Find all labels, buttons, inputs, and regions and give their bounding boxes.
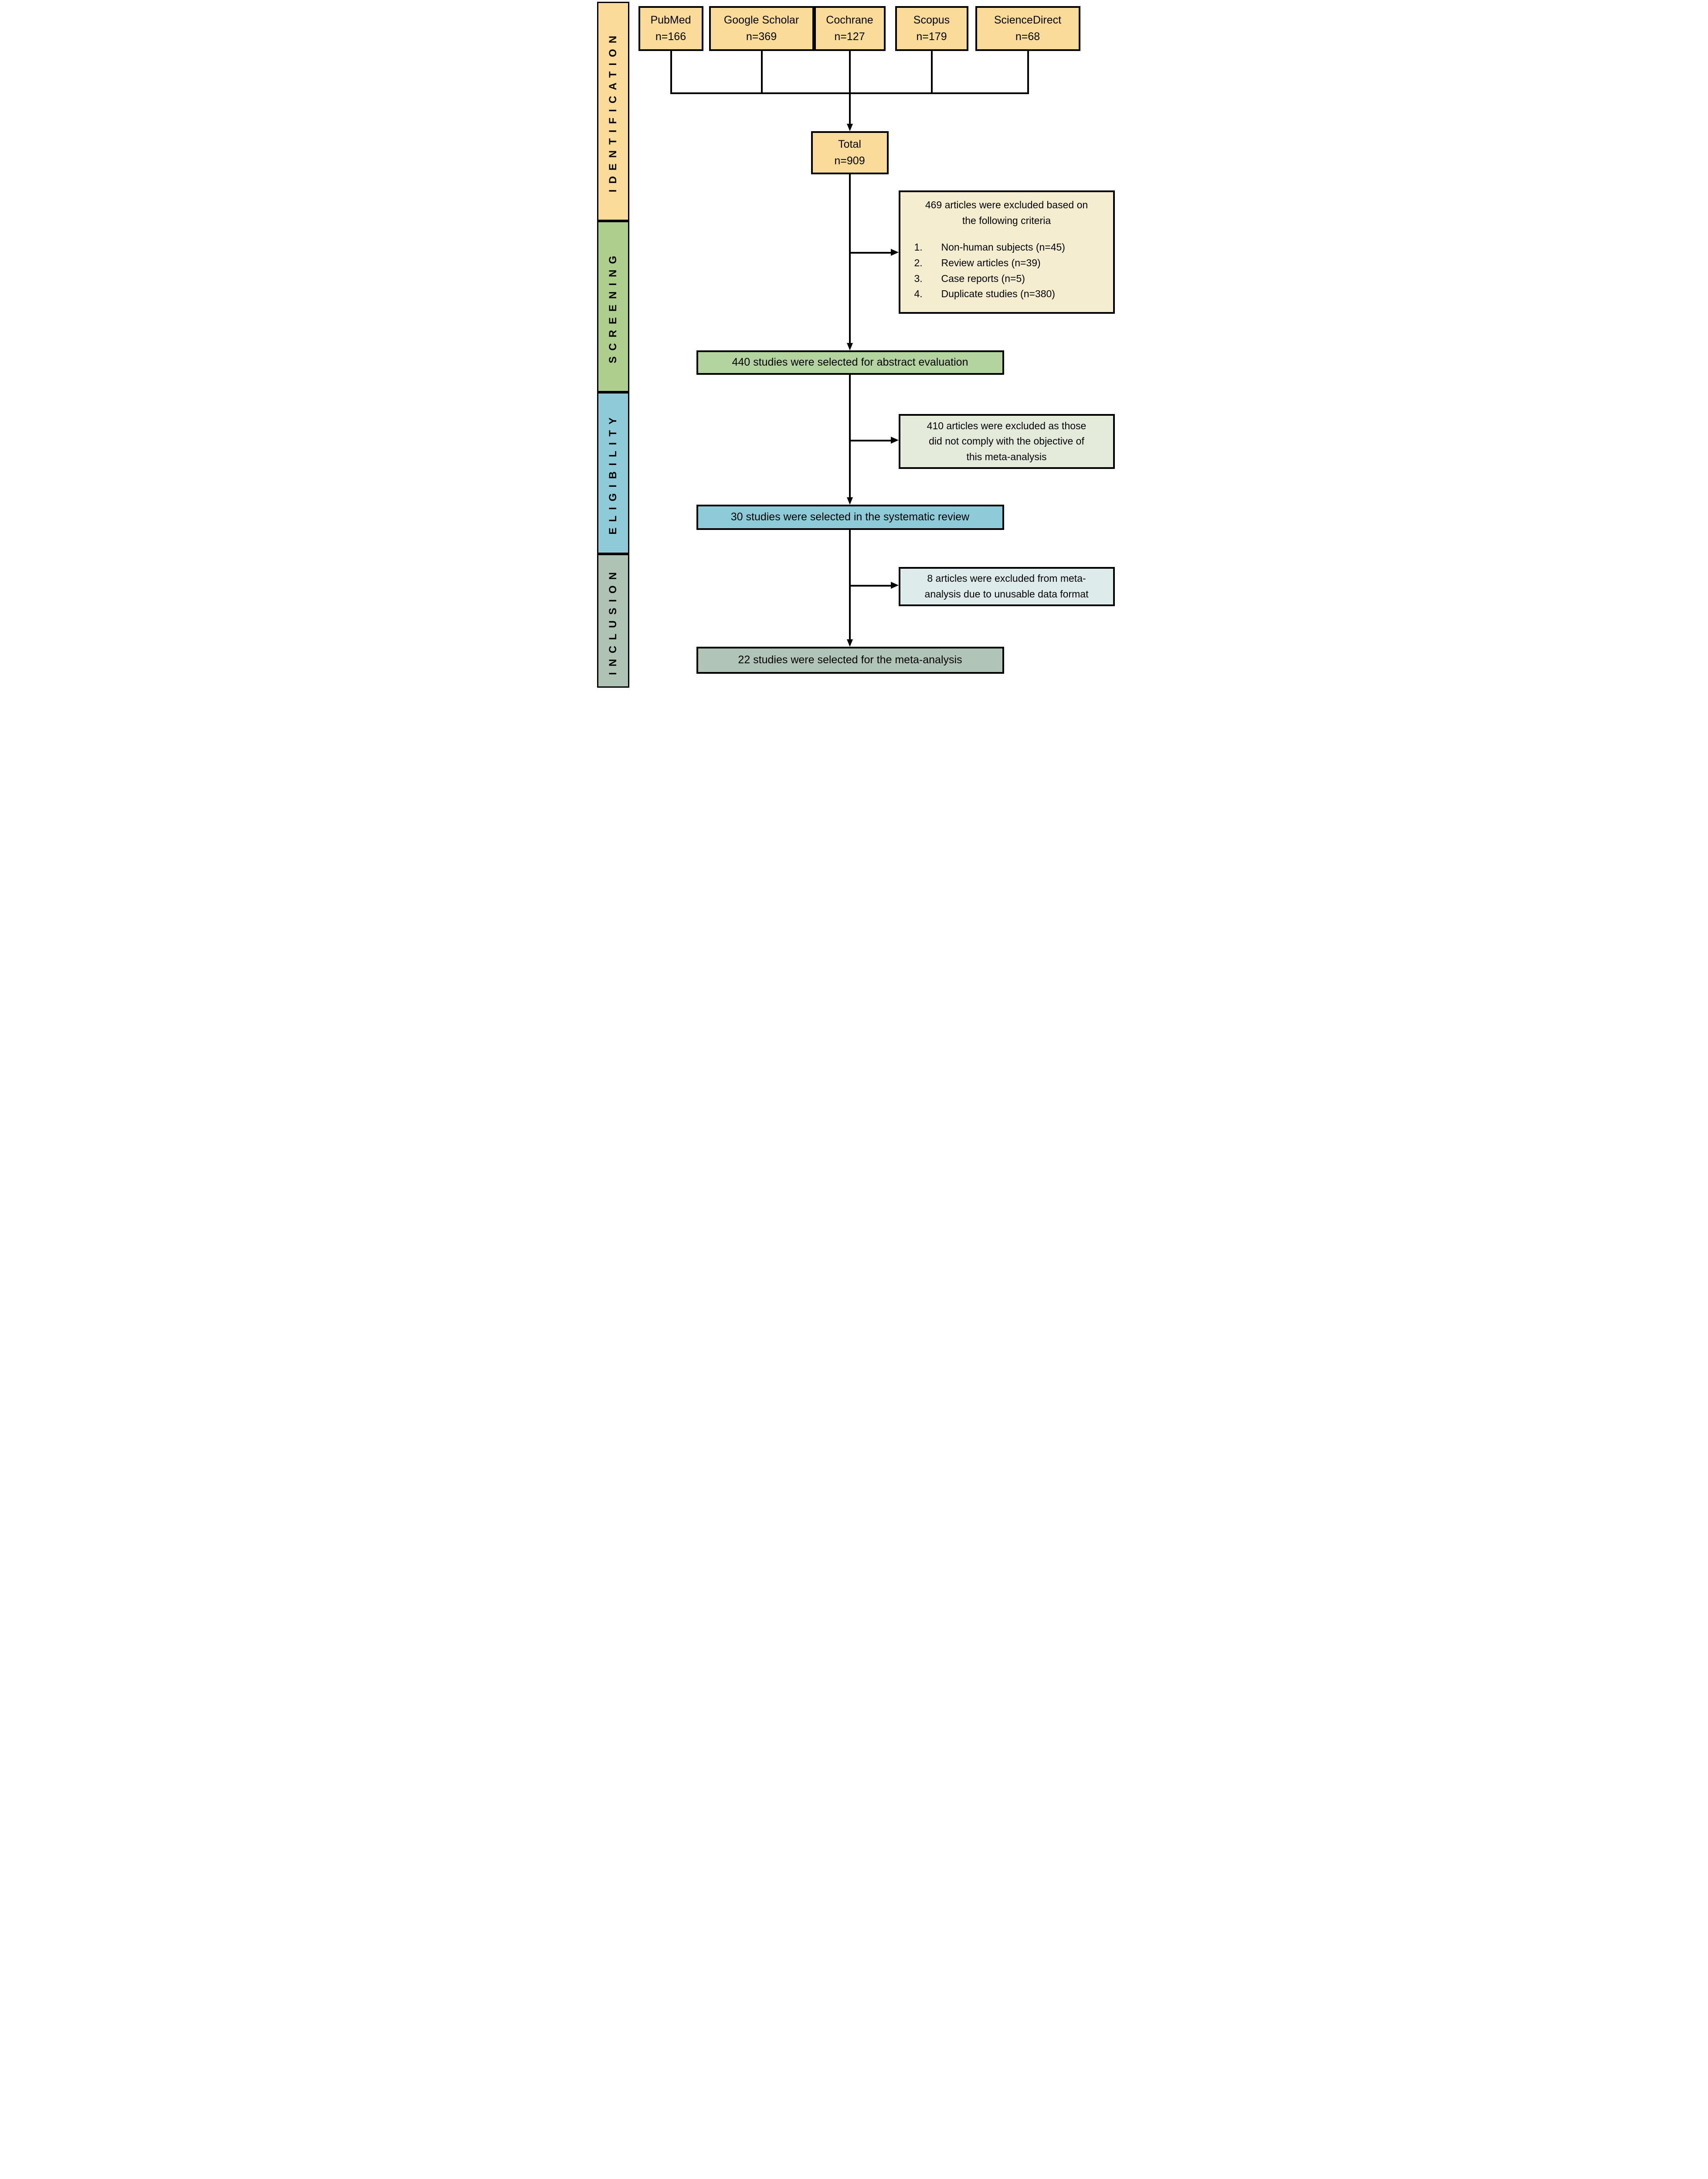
connector-merge-bus [670, 92, 1029, 94]
exclusion-screening-title-line2: the following criteria [962, 214, 1051, 226]
connector-branch-eligibility-exclusion [849, 440, 891, 441]
exclusion-eligibility-line2: did not comply with the objective of [929, 435, 1084, 447]
exclusion-screening-title-line1: 469 articles were excluded based on [925, 199, 1088, 210]
source-name: Cochrane [826, 14, 873, 26]
connector-google-scholar-drop [761, 51, 763, 93]
connector-pubmed-drop [670, 51, 672, 93]
exclusion-criteria-item: Duplicate studies (n=380) [941, 288, 1055, 300]
source-name: PubMed [650, 14, 691, 26]
exclusion-criteria-list: Non-human subjects (n=45) Review article… [907, 240, 1107, 302]
exclusion-inclusion-line2: analysis due to unusable data format [924, 588, 1089, 600]
total-label: Total [838, 138, 861, 150]
exclusion-criteria-item: Case reports (n=5) [941, 272, 1025, 284]
source-count: n=68 [1015, 30, 1040, 43]
source-count: n=179 [916, 30, 947, 43]
result-box-eligibility: 30 studies were selected in the systemat… [696, 505, 1004, 530]
exclusion-eligibility-line1: 410 articles were excluded as those [927, 420, 1087, 431]
source-count: n=369 [746, 30, 777, 43]
arrowhead-eligibility-exclusion [890, 437, 899, 444]
phase-label-screening: SCREENING [607, 250, 619, 363]
total-box: Total n=909 [811, 131, 889, 174]
prisma-flow-diagram: IDENTIFICATION SCREENING ELIGIBILITY INC… [592, 0, 1116, 690]
phase-band-identification: IDENTIFICATION [597, 2, 629, 221]
exclusion-inclusion-line1: 8 articles were excluded from meta- [927, 573, 1086, 584]
connector-branch-inclusion-exclusion [849, 585, 891, 587]
result-box-screening: 440 studies were selected for abstract e… [696, 350, 1004, 375]
phase-label-identification: IDENTIFICATION [607, 30, 619, 193]
total-count: n=909 [834, 154, 865, 167]
connector-eligibility-to-inclusion-result [849, 530, 851, 639]
exclusion-box-eligibility: 410 articles were excluded as those did … [898, 414, 1115, 469]
connector-scopus-drop [930, 51, 933, 93]
inclusion-result-text: 22 studies were selected for the meta-an… [738, 654, 962, 666]
arrowhead-total [846, 124, 853, 131]
phase-band-screening: SCREENING [597, 221, 629, 392]
connector-sciencedirect-drop [1027, 51, 1029, 93]
source-count: n=166 [655, 30, 686, 43]
phase-label-eligibility: ELIGIBILITY [607, 411, 619, 535]
result-box-inclusion: 22 studies were selected for the meta-an… [696, 647, 1004, 674]
source-box-pubmed: PubMed n=166 [638, 6, 703, 51]
source-box-scopus: Scopus n=179 [895, 6, 968, 51]
phase-band-inclusion: INCLUSION [597, 554, 629, 688]
connector-bus-to-total [849, 94, 851, 124]
arrowhead-inclusion-exclusion [890, 582, 899, 589]
eligibility-result-text: 30 studies were selected in the systemat… [730, 511, 970, 523]
source-name: Scopus [913, 14, 950, 26]
exclusion-eligibility-line3: this meta-analysis [966, 451, 1047, 462]
phase-label-inclusion: INCLUSION [607, 567, 619, 675]
exclusion-criteria-item: Non-human subjects (n=45) [941, 241, 1065, 253]
arrowhead-screening-exclusion [890, 249, 899, 256]
exclusion-criteria-item: Review articles (n=39) [941, 257, 1041, 268]
source-name: Google Scholar [723, 14, 799, 26]
connector-total-to-screening-result [849, 174, 851, 343]
screening-result-text: 440 studies were selected for abstract e… [732, 356, 968, 369]
connector-cochrane-drop [849, 51, 851, 93]
exclusion-box-screening: 469 articles were excluded based on the … [898, 190, 1115, 314]
source-box-cochrane: Cochrane n=127 [814, 6, 886, 51]
source-name: ScienceDirect [994, 14, 1062, 26]
connector-branch-screening-exclusion [849, 252, 891, 254]
connector-screening-to-eligibility-result [849, 375, 851, 497]
arrowhead-eligibility-result [846, 497, 853, 505]
phase-band-eligibility: ELIGIBILITY [597, 392, 629, 554]
exclusion-box-inclusion: 8 articles were excluded from meta- anal… [898, 567, 1115, 606]
source-count: n=127 [834, 30, 865, 43]
arrowhead-inclusion-result [846, 639, 853, 647]
arrowhead-screening-result [846, 343, 853, 350]
source-box-sciencedirect: ScienceDirect n=68 [975, 6, 1080, 51]
source-box-google-scholar: Google Scholar n=369 [709, 6, 814, 51]
